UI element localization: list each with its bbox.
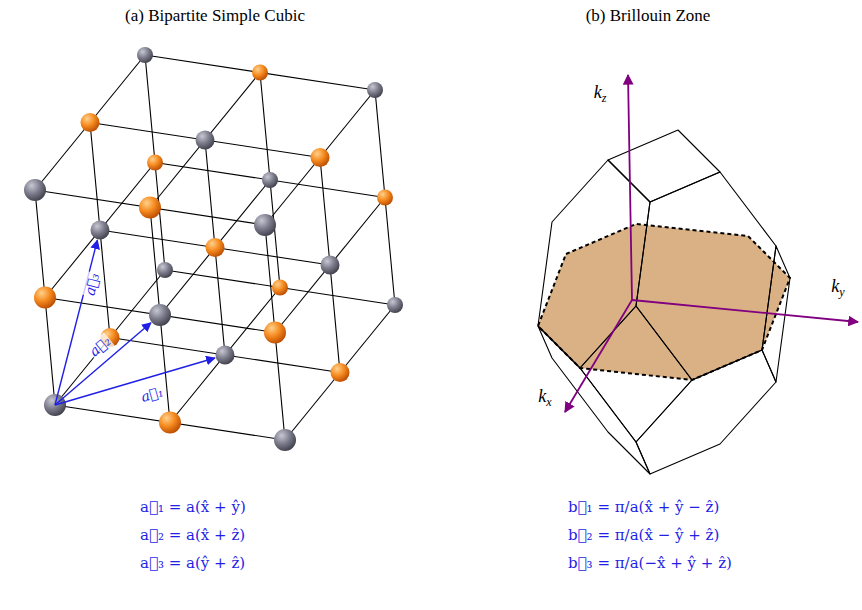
lattice-line <box>265 225 285 440</box>
grey-site <box>367 82 383 98</box>
kz-zero-plane <box>538 224 790 380</box>
lattice-vector-formula: a⃗₁ = a(x̂ + ŷ) <box>140 498 246 516</box>
orange-site <box>252 65 268 81</box>
orange-site <box>264 322 286 344</box>
grey-site <box>24 179 46 201</box>
grey-site <box>216 346 235 365</box>
lattice-line <box>35 190 55 405</box>
brillouin-zone-drawing <box>538 75 858 474</box>
reciprocal-vector-formula: b⃗₂ = π/a(x̂ − ŷ + ẑ) <box>568 526 719 544</box>
lattice-vector-formula: a⃗₂ = a(x̂ + ẑ) <box>140 526 245 544</box>
zone-faces <box>538 130 790 474</box>
k-axis <box>632 300 858 322</box>
k-axis <box>565 300 632 412</box>
lattice-line <box>160 180 270 315</box>
lattice-line <box>170 288 280 423</box>
lattice-line <box>90 123 320 158</box>
grey-site <box>387 297 403 313</box>
axis-label: ky <box>831 276 844 299</box>
grey-site <box>91 221 110 240</box>
grey-site <box>254 214 276 236</box>
lattice-line <box>45 163 155 298</box>
orange-site <box>272 280 288 296</box>
lattice-drawing <box>24 47 403 451</box>
grey-site <box>196 131 215 150</box>
lattice-line <box>35 190 265 225</box>
reciprocal-vector-formula: b⃗₁ = π/a(x̂ + ŷ − ẑ) <box>568 498 719 516</box>
vector-arrow <box>55 323 151 405</box>
lattice-line <box>145 55 375 90</box>
zone-face <box>538 326 650 474</box>
k-axis <box>628 75 632 300</box>
lattice-line <box>320 158 340 373</box>
lattice-line <box>35 55 145 190</box>
primitive-vectors <box>55 240 215 405</box>
lattice-line <box>55 270 165 405</box>
lattice-vector-formula: a⃗₃ = a(ŷ + ẑ) <box>140 554 245 572</box>
lattice-line <box>150 73 260 208</box>
grey-site <box>262 172 278 188</box>
lattice-line <box>45 298 275 333</box>
orange-site <box>81 113 100 132</box>
axis-label: kz <box>594 82 607 105</box>
grey-site <box>149 304 171 326</box>
reciprocal-vector-formula: b⃗₃ = π/a(−x̂ + ŷ + ẑ) <box>568 554 732 572</box>
grey-site <box>274 429 296 451</box>
lattice-line <box>275 198 385 333</box>
vector-label: a⃗₃ <box>81 270 103 298</box>
grey-site <box>321 256 340 275</box>
vector-arrow <box>55 240 97 405</box>
zone-face <box>636 172 776 380</box>
lattice-line <box>90 123 110 338</box>
lattice-line <box>155 163 385 198</box>
plane-outline <box>538 224 790 380</box>
zone-face <box>636 350 776 474</box>
panel-title: (a) Bipartite Simple Cubic <box>125 6 305 26</box>
lattice-lines <box>35 55 395 440</box>
lattice-line <box>285 305 395 440</box>
vector-label: a⃗₁ <box>138 383 166 406</box>
orange-site <box>147 155 163 171</box>
lattice-line <box>260 73 280 288</box>
orange-site <box>206 238 225 257</box>
lattice-line <box>100 230 330 265</box>
panel-title: (b) Brillouin Zone <box>586 6 711 26</box>
orange-site <box>331 363 350 382</box>
orange-site <box>159 412 181 434</box>
axis-label: kx <box>538 386 551 409</box>
grey-site <box>157 262 173 278</box>
grey-site <box>137 47 153 63</box>
zone-face <box>538 160 650 368</box>
lattice-sites <box>24 47 403 451</box>
lattice-line <box>265 90 375 225</box>
lattice-line <box>55 405 285 440</box>
orange-site <box>377 190 393 206</box>
orange-site <box>311 148 330 167</box>
vector-arrow <box>55 358 215 405</box>
zone-face <box>608 130 720 202</box>
lattice-line <box>110 338 340 373</box>
orange-site <box>34 287 56 309</box>
orange-site <box>139 197 161 219</box>
lattice-line <box>165 270 395 305</box>
lattice-line <box>375 90 395 305</box>
